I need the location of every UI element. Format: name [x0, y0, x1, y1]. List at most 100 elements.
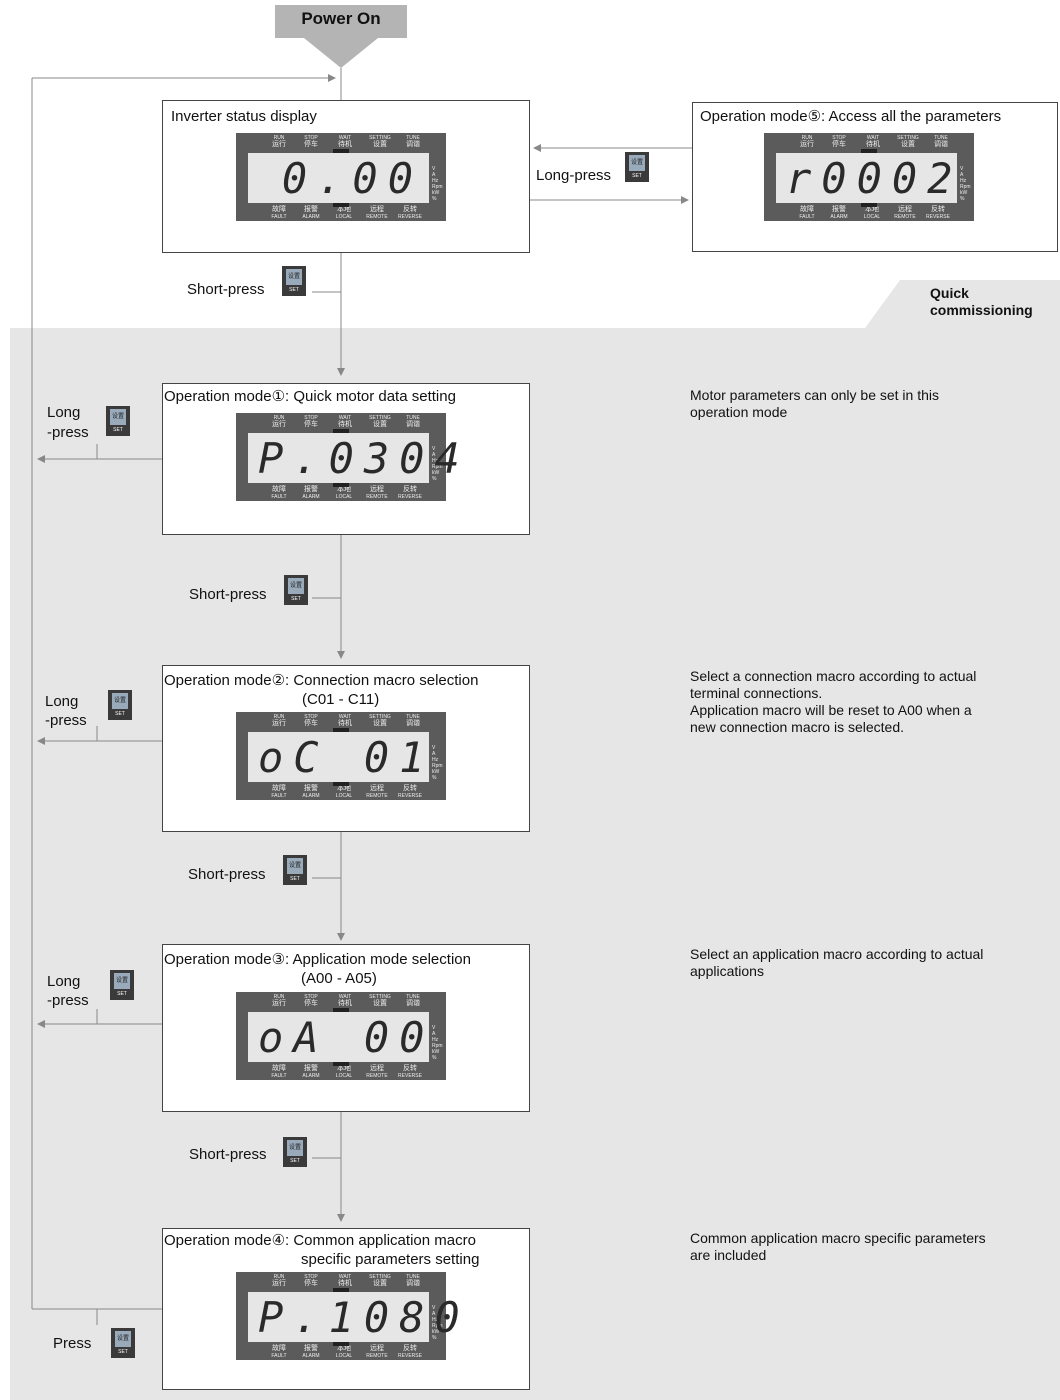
bottom-indicator: 报警ALARM	[294, 1065, 328, 1079]
lcd-digits: P.1080	[258, 1298, 423, 1338]
mode2-box: Operation mode②: Connection macro select…	[162, 665, 530, 832]
lcd-screen: oA 00	[248, 1012, 429, 1062]
set-button-label: SET	[284, 596, 308, 603]
set-button[interactable]: 设置 SET	[284, 575, 308, 605]
mode5-box: Operation mode⑤: Access all the paramete…	[692, 102, 1058, 252]
bottom-indicator: 故障FAULT	[262, 1065, 296, 1079]
set-button-label: SET	[106, 427, 130, 434]
indicator-bar	[333, 149, 349, 153]
top-indicator: TUNE调谐	[398, 714, 428, 728]
unit-labels: VAHzRpmkW%	[432, 745, 446, 781]
set-button[interactable]: 设置 SET	[283, 855, 307, 885]
indicator-bar	[333, 203, 349, 207]
set-button-face: 设置	[287, 858, 303, 874]
long-label: Long	[47, 404, 80, 422]
mode1-note: Motor parameters can only be set in this…	[690, 387, 1040, 421]
set-button[interactable]: 设置 SET	[111, 1328, 135, 1358]
top-indicator: STOP停车	[296, 714, 326, 728]
box-title: Operation mode②: Connection macro select…	[164, 672, 478, 690]
set-button-face: 设置	[288, 578, 304, 594]
long-press-label: Long-press	[536, 167, 611, 185]
bottom-indicator: 反转REVERSE	[921, 206, 955, 220]
bottom-indicator: 故障FAULT	[790, 206, 824, 220]
quick-commissioning-label: Quick commissioning	[930, 285, 1033, 319]
box-title: Operation mode④: Common application macr…	[164, 1232, 476, 1250]
top-indicator: WAIT待机	[330, 135, 360, 149]
indicator-bar	[333, 1342, 349, 1346]
set-button-face: 设置	[112, 693, 128, 709]
set-button-label: SET	[283, 876, 307, 883]
top-indicator: TUNE调谐	[926, 135, 956, 149]
set-button-label: SET	[110, 991, 134, 998]
lcd-panel: RUN运行STOP停车WAIT待机SETTING设置TUNE调谐故障FAULT报…	[764, 133, 974, 221]
box-title: Inverter status display	[171, 108, 317, 126]
short-press-label: Short-press	[189, 1146, 267, 1164]
bottom-indicator: 报警ALARM	[294, 1345, 328, 1359]
indicator-bar	[333, 728, 349, 732]
set-button-face: 设置	[115, 1331, 131, 1347]
lcd-screen: P.1080	[248, 1292, 429, 1342]
top-indicator: TUNE调谐	[398, 135, 428, 149]
box-title: Operation mode⑤: Access all the paramete…	[700, 108, 1001, 126]
press-label: -press	[47, 424, 89, 442]
set-button-label: SET	[108, 711, 132, 718]
set-button-label: SET	[111, 1349, 135, 1356]
lcd-digits: P.0304	[258, 439, 423, 479]
indicator-bar	[333, 1288, 349, 1292]
lcd-screen: P.0304	[248, 433, 429, 483]
bottom-indicator: 本地LOCAL	[327, 785, 361, 799]
long-label: Long	[45, 693, 78, 711]
mode1-box: Operation mode①: Quick motor data settin…	[162, 383, 530, 535]
set-button-face: 设置	[286, 269, 302, 285]
press-label: -press	[47, 992, 89, 1010]
mode3-note: Select an application macro according to…	[690, 946, 1040, 980]
lcd-digits: oA 00	[258, 1018, 423, 1058]
set-button-face: 设置	[287, 1140, 303, 1156]
bottom-indicator: 报警ALARM	[294, 486, 328, 500]
long-label: Long	[47, 973, 80, 991]
lcd-screen: r0002	[776, 153, 957, 203]
bottom-indicator: 远程REMOTE	[360, 206, 394, 220]
indicator-bar	[333, 1062, 349, 1066]
indicator-bar	[333, 429, 349, 433]
bottom-indicator: 报警ALARM	[294, 206, 328, 220]
set-button-face: 设置	[629, 155, 645, 171]
indicator-bar	[861, 203, 877, 207]
top-indicator: SETTING设置	[365, 994, 395, 1008]
press-label: -press	[45, 712, 87, 730]
mode4-box: Operation mode④: Common application macr…	[162, 1228, 530, 1390]
set-button[interactable]: 设置 SET	[108, 690, 132, 720]
unit-labels: VAHzRpmkW%	[960, 166, 974, 202]
bottom-indicator: 反转REVERSE	[393, 1065, 427, 1079]
top-indicator: TUNE调谐	[398, 1274, 428, 1288]
